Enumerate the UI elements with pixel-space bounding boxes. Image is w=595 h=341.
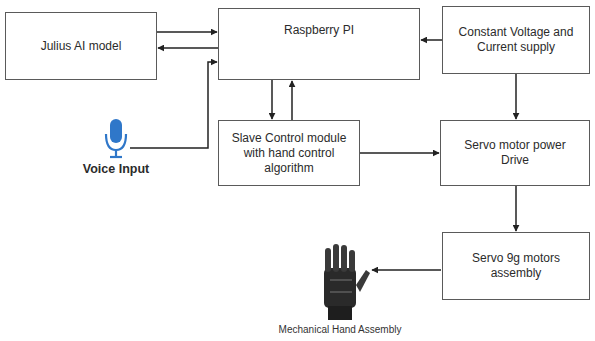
box-text: Raspberry PI: [284, 23, 354, 38]
connector-arrow: [158, 47, 218, 49]
connector-arrow: [515, 186, 517, 231]
connector-arrow: [360, 152, 439, 154]
connector-arrow: [291, 81, 293, 120]
box-text: Servo motor power Drive: [449, 138, 581, 168]
connector-arrow: [157, 31, 217, 33]
box-text: Julius AI model: [41, 39, 122, 54]
hand-wire: [372, 269, 441, 271]
box-text: Constant Voltage and Current supply: [451, 25, 581, 55]
controller-box: Raspberry PI: [218, 8, 420, 80]
control-module-box: Slave Control module with hand control a…: [218, 120, 360, 186]
illustration-caption: Mechanical Hand Assembly: [279, 324, 402, 335]
driver-box: Servo motor power Drive: [440, 120, 590, 186]
motor-box: Servo 9g motors assembly: [442, 232, 590, 300]
box-text: Servo 9g motors assembly: [451, 251, 581, 281]
connector-arrow: [271, 80, 273, 119]
model-box: Julius AI model: [5, 12, 157, 80]
hand-illustration: [324, 244, 370, 320]
box-text: Slave Control module with hand control a…: [227, 131, 351, 176]
connector-arrow: [515, 74, 517, 119]
input-label: Voice Input: [83, 162, 149, 176]
connector-arrow: [421, 39, 442, 41]
supply-box: Constant Voltage and Current supply: [442, 6, 590, 74]
microphone-icon: [106, 119, 126, 157]
